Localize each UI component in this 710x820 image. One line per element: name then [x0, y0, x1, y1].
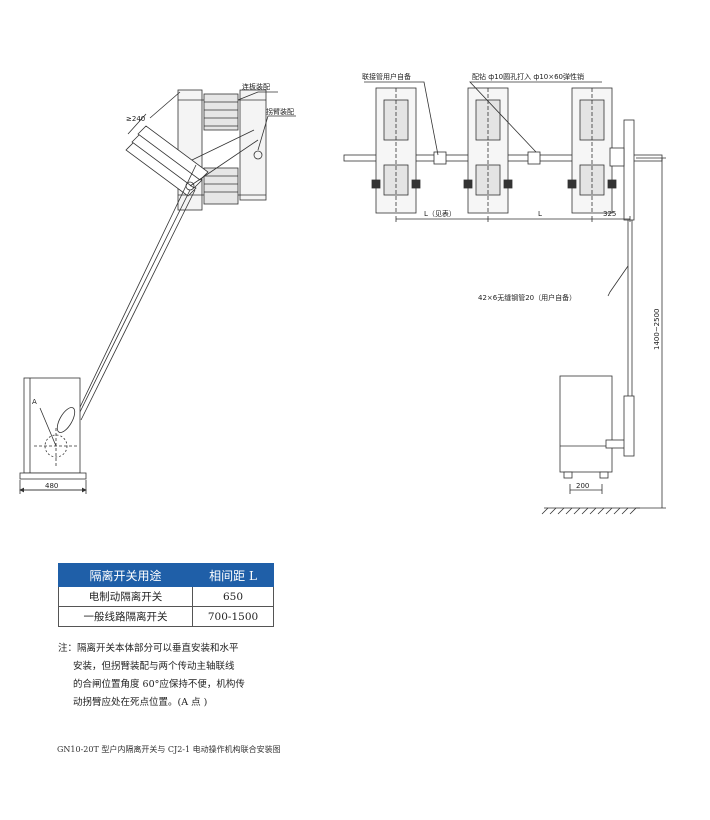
note-line: 注：隔离开关本体部分可以垂直安装和水平 — [58, 643, 239, 654]
insulator-lower — [203, 167, 239, 205]
phase-spacing-table: 隔离开关用途 相间距 L 电制动隔离开关 650 一般线路隔离开关 700-15… — [57, 563, 274, 627]
header-purpose: 隔离开关用途 — [57, 563, 194, 587]
switch-blade — [125, 125, 209, 197]
label-connecting-plate: 连板装配 — [242, 82, 270, 91]
label-point-a: A — [32, 398, 37, 406]
cell-spacing: 650 — [192, 586, 274, 607]
dim-height-range: 1400~2500 — [653, 309, 661, 351]
left-view — [19, 89, 296, 494]
insulator-upper — [203, 93, 239, 131]
installation-note: 注：隔离开关本体部分可以垂直安装和水平 安装，但拐臂装配与两个传动主轴联线 的合… — [58, 640, 288, 712]
dim-end-offset: 325 — [603, 210, 616, 218]
label-spacing-reference: L（见表） — [424, 209, 456, 218]
cell-spacing: 700-1500 — [192, 606, 274, 627]
cell-purpose: 一般线路隔离开关 — [57, 606, 194, 627]
phase-switch-3 — [567, 87, 617, 214]
phase-switch-1 — [371, 87, 421, 214]
label-steel-tube: 42×6无缝钢管20（用户自备） — [478, 293, 576, 302]
header-spacing: 相间距 L — [192, 563, 274, 587]
note-line: 安装，但拐臂装配与两个传动主轴联线 — [73, 661, 235, 672]
cell-purpose: 电制动隔离开关 — [57, 586, 194, 607]
figure-caption: GN10-20T 型户内隔离开关与 CJ2-1 电动操作机构联合安装图 — [57, 745, 281, 754]
label-drill-pin: 配钻 ф10圆孔打入 ф10×60弹性销 — [472, 72, 584, 81]
table-row: 一般线路隔离开关 700-1500 — [57, 606, 274, 627]
label-coupling-tube: 联接管用户自备 — [362, 72, 411, 81]
installation-drawing: 连板装配 拐臂装配 ≥240 A 480 — [19, 72, 666, 515]
phase-switch-2 — [463, 87, 513, 214]
dim-mount-width: 200 — [576, 482, 589, 490]
operating-rod — [69, 164, 197, 429]
mechanism-box-right — [559, 375, 635, 479]
right-view — [343, 81, 666, 515]
switch-body-side — [125, 89, 267, 211]
label-clearance: ≥240 — [126, 115, 145, 123]
note-line: 的合闸位置角度 60°应保持不便，机构传 — [73, 679, 245, 690]
table-row: 电制动隔离开关 650 — [57, 586, 274, 607]
note-line: 动拐臂应处在死点位置。(A 点 ) — [73, 697, 208, 708]
label-spacing: L — [538, 210, 542, 218]
dim-base-width: 480 — [45, 482, 58, 490]
table-header-row: 隔离开关用途 相间距 L — [57, 563, 274, 587]
mechanism-box-left — [19, 377, 87, 480]
label-crank-arm: 拐臂装配 — [266, 107, 294, 116]
